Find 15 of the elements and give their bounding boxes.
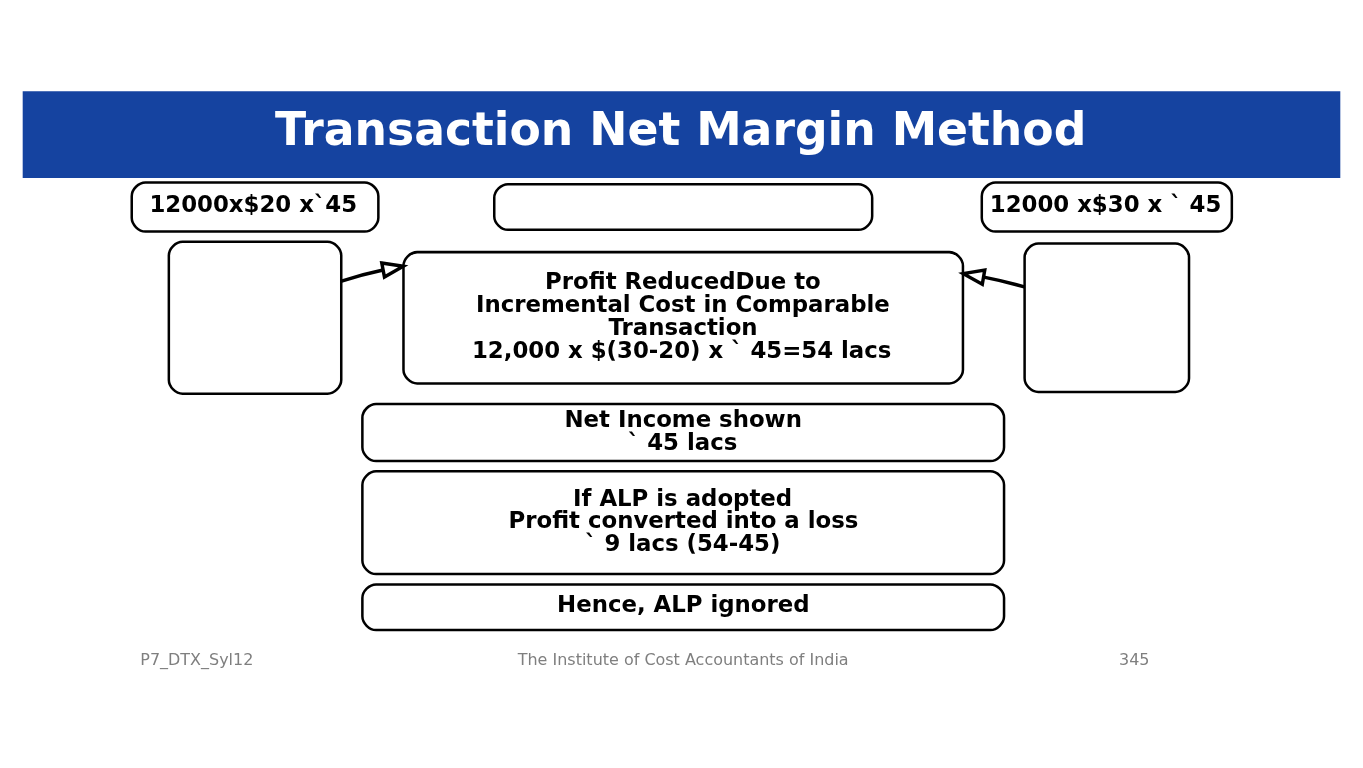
node-box: Profit ReducedDue to Incremental Cost in Comparable Transaction 12,000 x $(30-20) x ` 45=54 lacs [402,250,965,385]
label: 345 [1118,650,1150,670]
label: P7_DTX_Syl12 [140,650,254,670]
node-box: Net Income shown ` 45 lacs [361,402,1006,463]
node-box [167,240,343,395]
node-box: Hence, ALP ignored [361,583,1006,632]
node-box [493,182,874,232]
label: The Institute of Cost Accountants of India [517,650,849,670]
arrow [958,267,1025,289]
node-box: 12000x$20 x`45 [130,181,380,233]
arrow [341,260,409,283]
node-box: If ALP is adopted Profit converted into a loss ` 9 lacs (54-45) [361,470,1006,576]
diagram-title: Transaction Net Margin Method [275,102,1087,156]
node-box: 12000 x$30 x ` 45 [980,181,1234,233]
node-box [1023,242,1191,394]
